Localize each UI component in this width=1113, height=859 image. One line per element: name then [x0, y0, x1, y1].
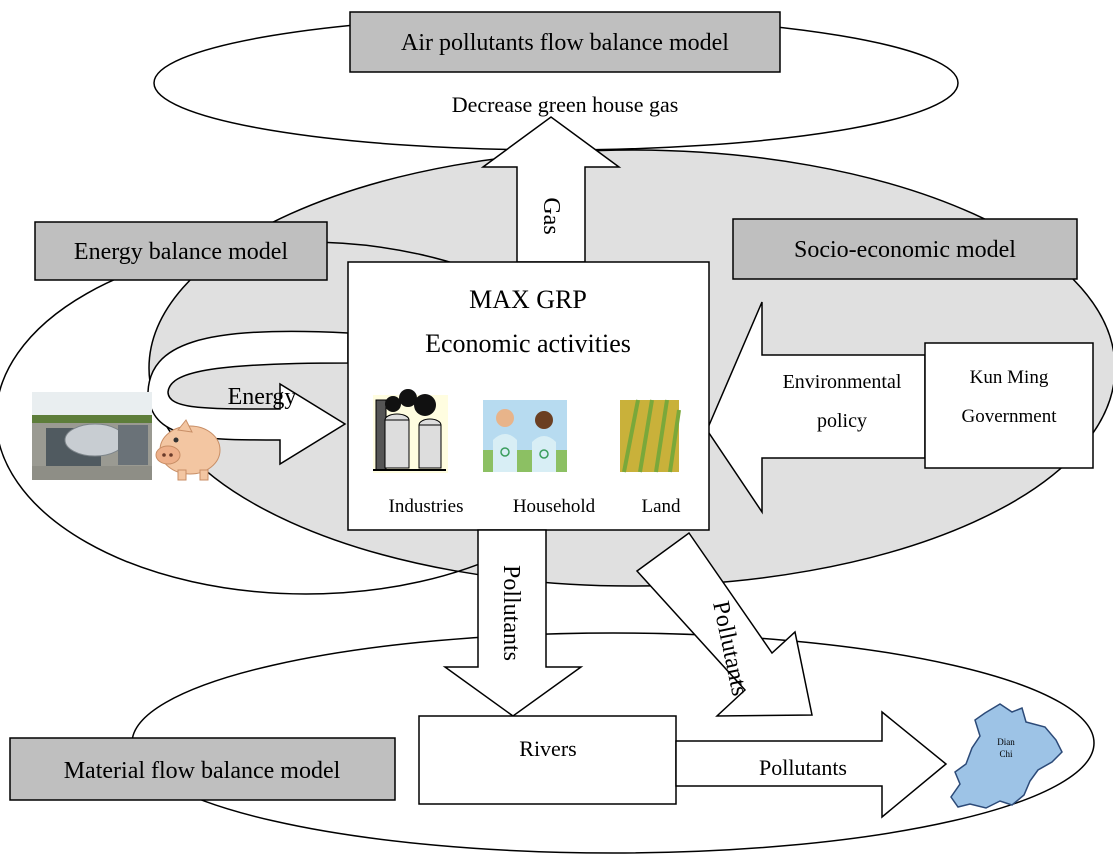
rivers-label: Rivers [519, 736, 576, 761]
government-line1: Kun Ming [970, 367, 1049, 388]
household-icon [483, 400, 567, 472]
industries-label: Industries [389, 496, 464, 517]
env-policy-line1: Environmental [783, 371, 902, 393]
rivers-box [418, 715, 677, 805]
energy-model-box [34, 221, 328, 281]
pollutants-down-arrow [442, 529, 584, 717]
gas-arrow [480, 116, 622, 263]
air-goal-text: Decrease green house gas [452, 92, 679, 117]
dian-chi-lake-map [950, 703, 1063, 809]
pollutants-right-label: Pollutants [759, 755, 847, 780]
center-title: MAX GRP [469, 285, 587, 314]
pollutants-down-label: Pollutants [498, 565, 524, 661]
env-policy-line2: policy [817, 410, 867, 432]
socio-model-label: Socio-economic model [794, 237, 1016, 263]
pig-icon [155, 419, 221, 481]
land-label: Land [641, 496, 681, 517]
lake-label-line1: Dian [997, 737, 1015, 747]
pollutants-diagonal-arrow [635, 531, 813, 717]
material-model-label: Material flow balance model [64, 758, 341, 784]
material-model-box [9, 737, 396, 801]
air-model-box [349, 11, 781, 73]
lake-label-line2: Chi [999, 749, 1013, 759]
energy-arrow-label: Energy [228, 384, 297, 410]
land-icon [620, 399, 681, 473]
air-model-label: Air pollutants flow balance model [401, 30, 729, 56]
biogas-facility-photo [32, 392, 152, 480]
factory-icon [373, 389, 448, 473]
energy-model-label: Energy balance model [74, 239, 288, 265]
government-box [924, 342, 1094, 469]
center-subtitle: Economic activities [425, 329, 631, 358]
pollutants-right-arrow [675, 710, 948, 819]
government-line2: Government [962, 406, 1058, 427]
household-label: Household [513, 496, 596, 517]
gas-arrow-label: Gas [538, 197, 564, 234]
socio-model-box [732, 218, 1078, 280]
